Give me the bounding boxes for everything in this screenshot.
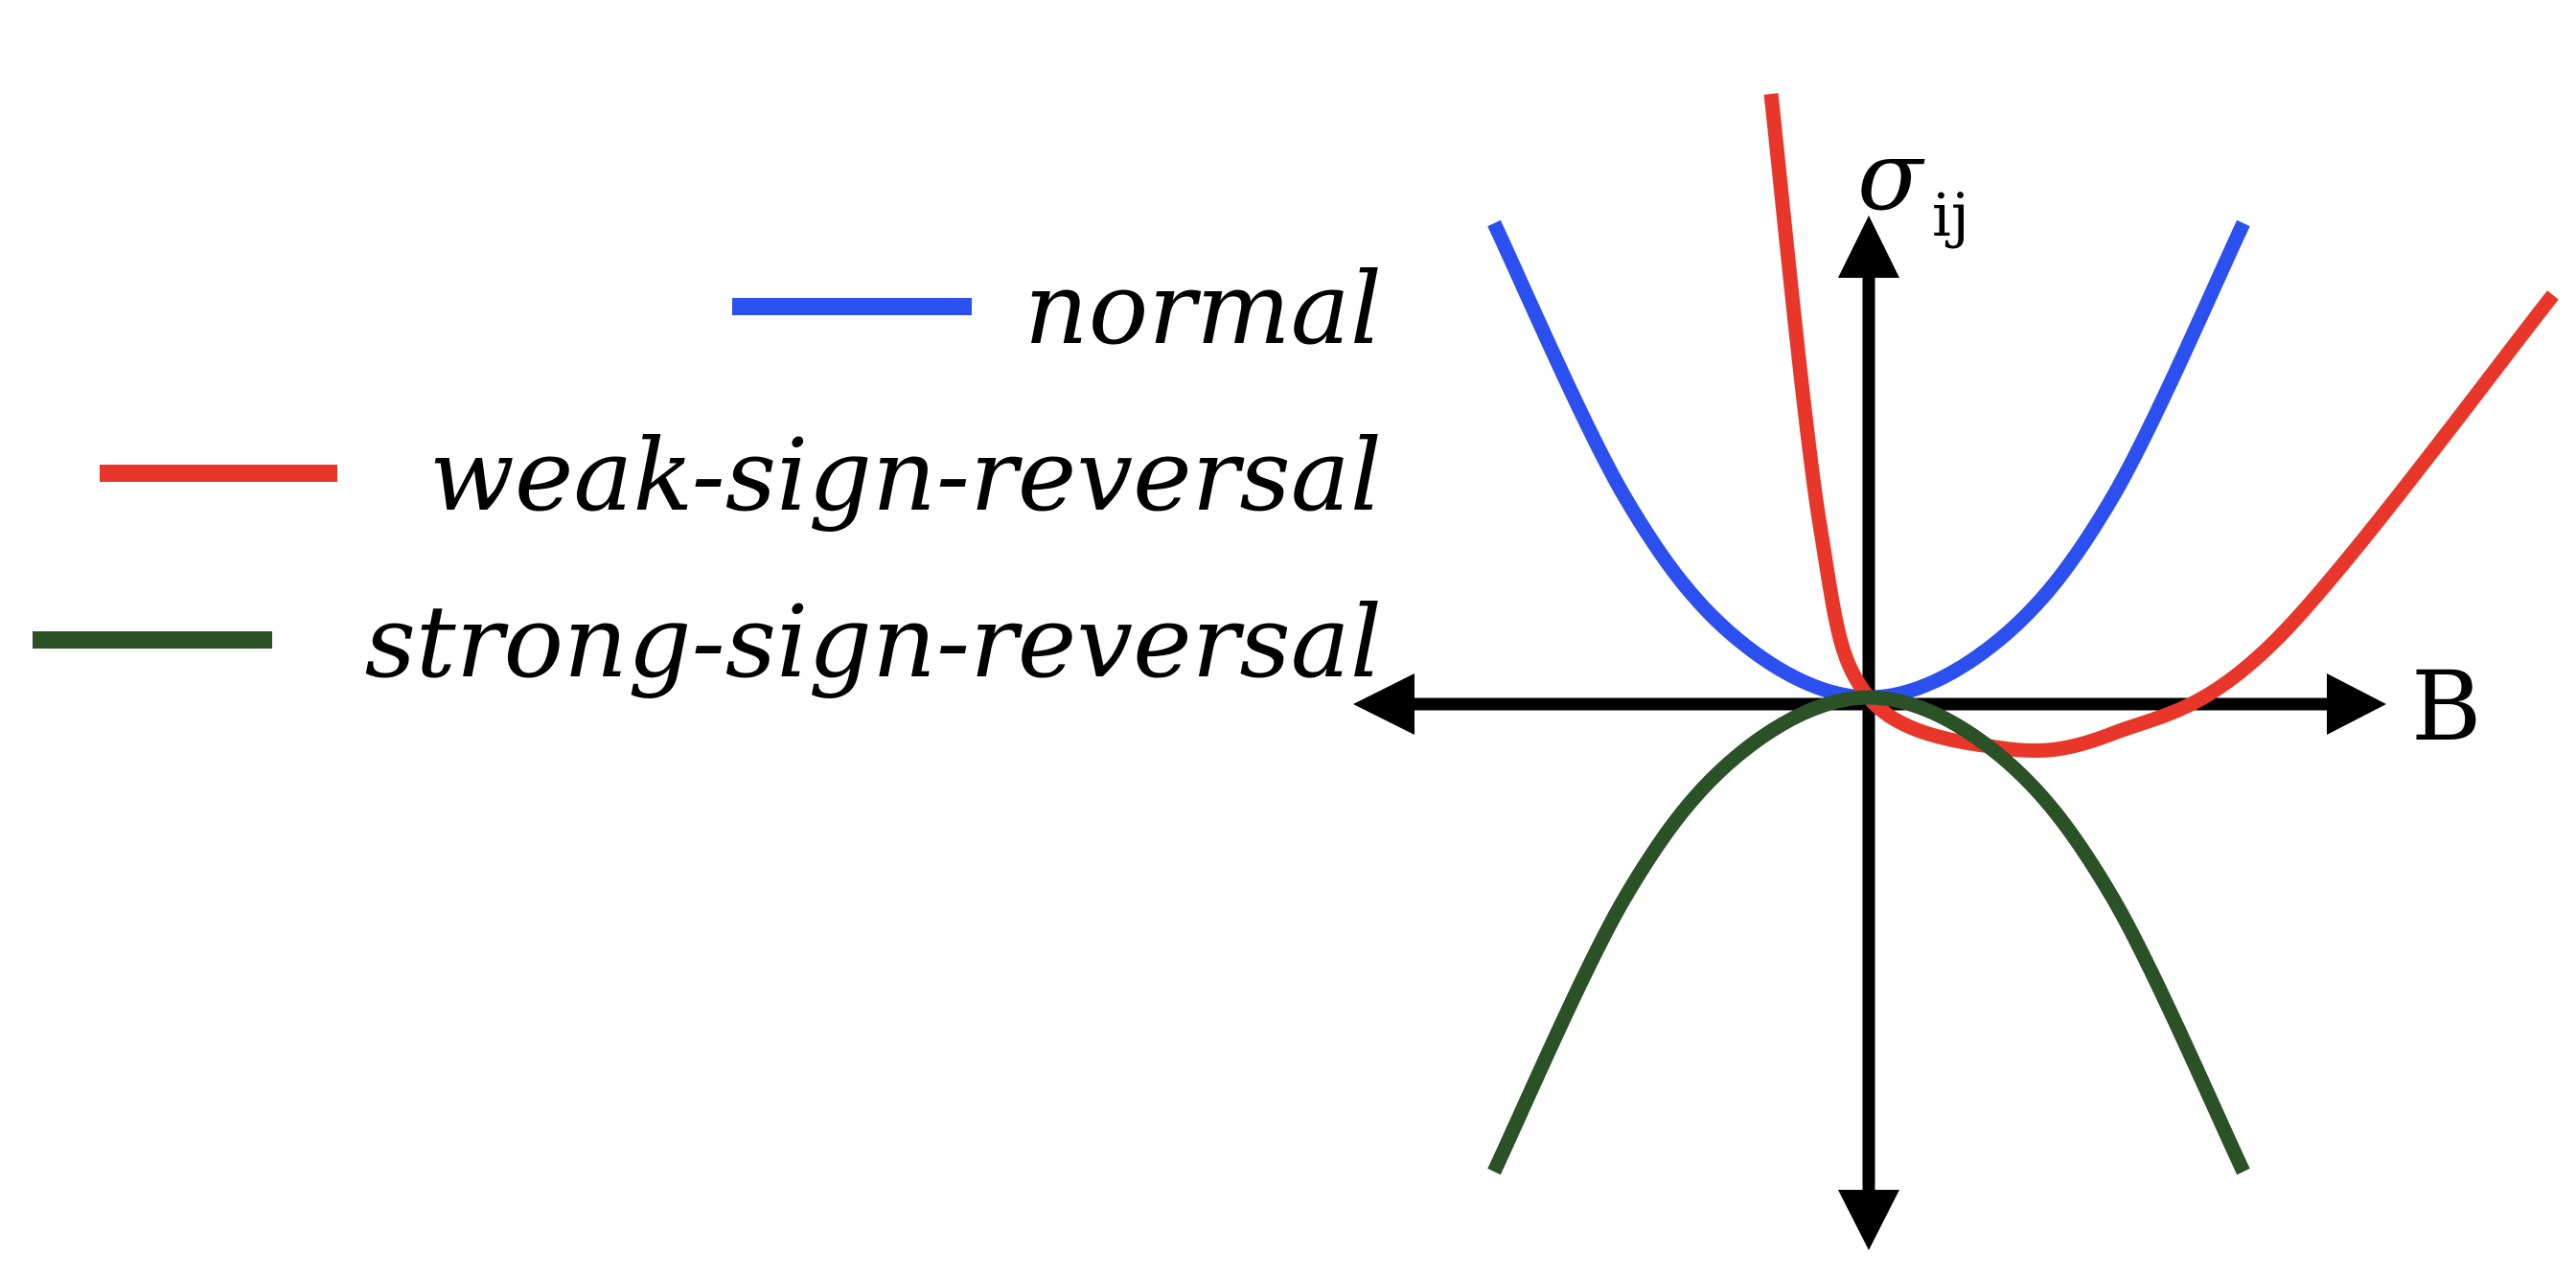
legend-item-strong-sign-reversal: strong-sign-reversal <box>33 583 1382 700</box>
legend-item-weak-sign-reversal: weak-sign-reversal <box>100 417 1382 534</box>
y-axis-bottom-arrow <box>1838 1190 1899 1250</box>
legend-label-strong-sign-reversal: strong-sign-reversal <box>365 583 1382 700</box>
legend-label-weak-sign-reversal: weak-sign-reversal <box>429 417 1382 534</box>
legend: normal weak-sign-reversal strong-sign-re… <box>33 250 1382 700</box>
legend-item-normal: normal <box>732 250 1382 367</box>
y-axis-subscript: ij <box>1932 180 1969 250</box>
x-axis-label: B <box>2411 650 2482 763</box>
y-axis-label: σ ij <box>1857 120 1969 250</box>
y-axis-symbol: σ <box>1857 120 1925 232</box>
series-line-strong-sign-reversal <box>1487 690 2250 1175</box>
series-layer <box>1487 93 2559 1175</box>
axes <box>1353 216 2386 1250</box>
y-axis-top-arrow <box>1838 216 1899 278</box>
legend-label-normal: normal <box>1024 250 1382 367</box>
x-axis-left-arrow <box>1353 673 1414 735</box>
x-axis-right-arrow <box>2327 673 2386 735</box>
